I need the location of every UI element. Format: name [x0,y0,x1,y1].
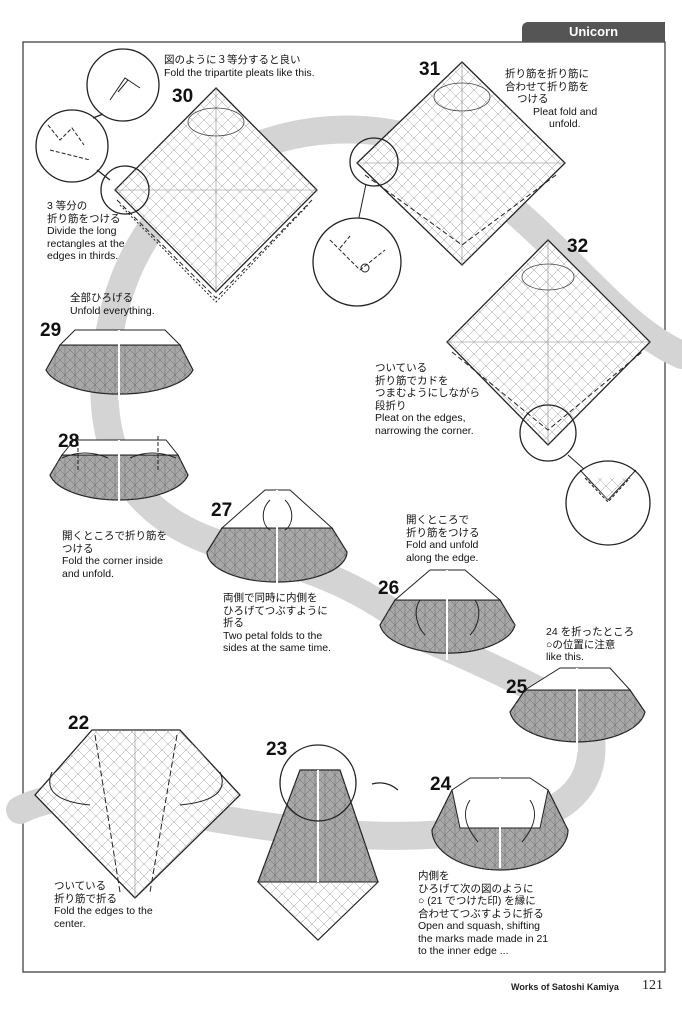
step29-note: 全部ひろげる Unfold everything. [70,292,155,317]
step30-note-a: 図のように３等分すると良い Fold the tripartite pleats… [164,54,315,79]
header-title: Unicorn [522,22,665,42]
step-number: 26 [378,578,400,599]
step27-note: 両側で同時に内側を ひろげてつぶすように 折る Two petal folds … [223,592,331,654]
step-number: 32 [567,236,589,257]
step22-diagram [34,729,241,899]
step26-note: 開くところで 折り筋をつける Fold and unfold along the… [406,514,480,564]
step25-diagram [509,667,646,752]
arrow-23-24 [371,782,399,791]
step-number: 30 [172,86,194,107]
step-number: 29 [40,320,62,341]
step28-diagram [49,436,189,505]
page-number: 121 [642,978,663,993]
step31-note: 折り筋を折り筋に 合わせて折り筋を つける Pleat fold and unf… [505,68,598,130]
step-number: 24 [430,774,452,795]
step22-note: ついている 折り筋で折る Fold the edges to the cente… [54,880,153,930]
step30-note-b: 3 等分の 折り筋をつける Divide the long rectangles… [47,200,125,262]
step31-diagram [312,61,566,307]
footer-book-title: Works of Satoshi Kamiya [511,982,619,992]
step26-diagram [379,569,516,660]
step-number: 22 [68,713,90,734]
step32-note: ついている 折り筋でカドを つまむようにしながら 段折り Pleat on th… [375,362,480,437]
step29-diagram [45,329,194,400]
step-number: 23 [266,739,288,760]
step-number: 25 [506,677,528,698]
step27-diagram [206,489,348,585]
step30-detail-circles [35,48,160,215]
step23-diagram [256,744,380,941]
step32-diagram [446,239,651,546]
page-frame [22,41,666,973]
step24-diagram [431,777,569,871]
step-number: 27 [211,500,233,521]
step25-note: 24 を折ったところ ○の位置に注意 like this. [546,626,635,663]
step24-note: 内側を ひろげて次の図のように ○ (21 でつけた印) を縁に 合わせてつぶす… [418,870,549,957]
step30-diagram [114,87,318,303]
step28-note: 開くところで折り筋を つける Fold the corner inside an… [62,530,167,580]
step-number: 31 [419,59,441,80]
step-number: 28 [58,431,80,452]
